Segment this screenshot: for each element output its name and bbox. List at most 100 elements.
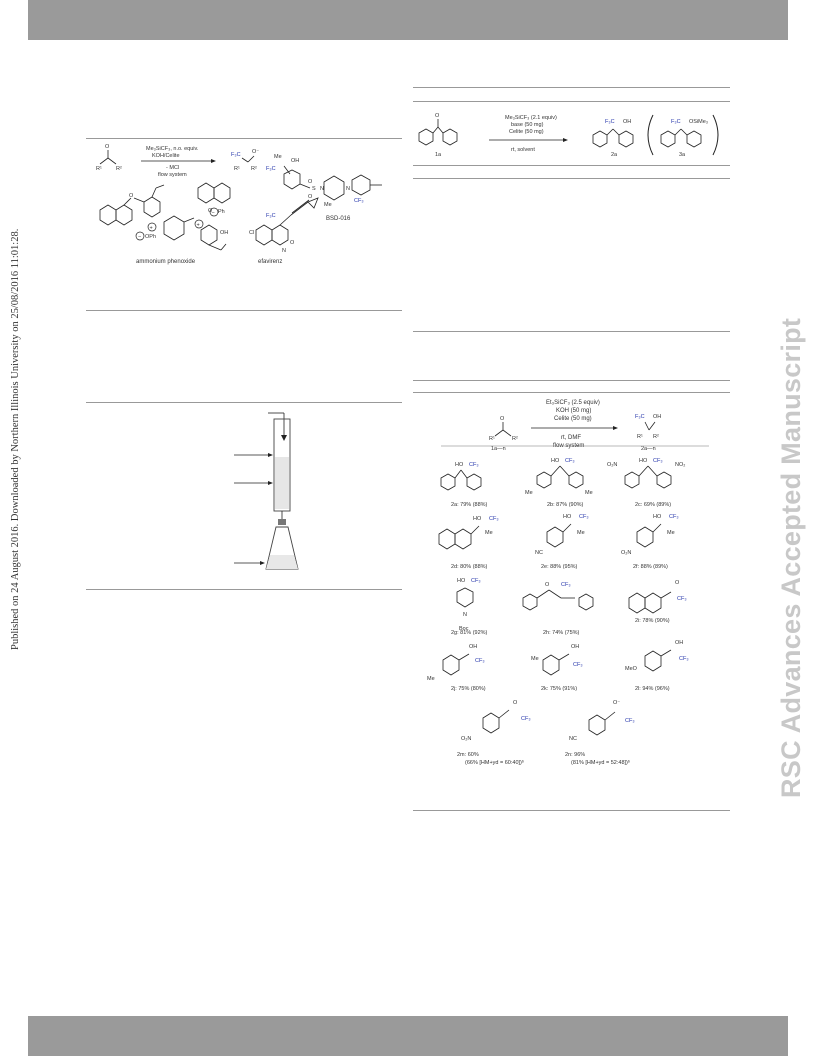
svg-text:OH: OH [675, 640, 683, 646]
svg-text:O: O [500, 416, 505, 422]
compound-2a: HO CF₃ [440, 462, 482, 491]
svg-text:CF₃: CF₃ [669, 514, 679, 520]
fig1-reagent-4: flow system [158, 172, 187, 178]
fig1-reagent-3: - MCl [166, 165, 179, 171]
svg-text:OPh: OPh [145, 234, 156, 240]
svg-text:F₃C: F₃C [635, 414, 645, 420]
table1-reagent-2: base (50 mg) [511, 122, 544, 128]
table1-rule-3 [413, 165, 730, 166]
compound-2k-label: 2k: 75% (91%) [541, 686, 577, 692]
svg-text:CF₃: CF₃ [469, 462, 479, 468]
label-bsd-016: BSD-016 [326, 216, 351, 222]
svg-text:Me: Me [427, 676, 435, 682]
table1-rule-4 [413, 178, 730, 179]
scheme2-reagent-1: Et₃SiCF₃ (2.5 equiv) [546, 400, 600, 406]
svg-text:HO: HO [455, 462, 464, 468]
svg-text:Me: Me [274, 154, 282, 160]
svg-text:−: − [212, 211, 215, 217]
table1-product-b: 3a [679, 152, 686, 158]
fig1-reagent-1: Me₃SiCF₃, n.o. equiv. [146, 146, 199, 152]
svg-text:O⁻: O⁻ [613, 700, 620, 706]
publication-sidebar: Published on 24 August 2016. Downloaded … [10, 210, 24, 650]
svg-text:O: O [129, 193, 134, 199]
svg-text:O: O [545, 582, 550, 588]
svg-text:HO: HO [653, 514, 662, 520]
compound-2a-label: 2a: 79% (88%) [451, 502, 488, 508]
compound-2n-sublabel: (81% [HM+yd = 52:48])ᵇ [571, 759, 630, 766]
compound-2m-sublabel: (66% [HM+yd = 60:40])ᵇ [465, 759, 524, 766]
svg-text:CF₃: CF₃ [561, 582, 571, 588]
label-efavirenz: efavirenz [258, 259, 282, 265]
scheme2-rule-2 [413, 392, 730, 393]
svg-text:HO: HO [551, 458, 560, 464]
svg-text:HO: HO [457, 578, 466, 584]
svg-text:Me: Me [324, 202, 332, 208]
svg-text:O₂N: O₂N [607, 462, 617, 468]
svg-text:O: O [513, 700, 518, 706]
svg-text:Me: Me [667, 530, 675, 536]
svg-text:NC: NC [569, 736, 577, 742]
svg-text:OH: OH [623, 119, 631, 125]
svg-text:O: O [290, 240, 295, 246]
compound-2l-label: 2l: 94% (96%) [635, 686, 670, 692]
svg-text:CF₃: CF₃ [573, 662, 583, 668]
table1-product-a: 2a [611, 152, 618, 158]
table1-sm-label: 1a [435, 152, 442, 158]
compound-2b-label: 2b: 87% (90%) [547, 502, 584, 508]
ammonium-phenoxide-structure: O − OPh + + O − Ph OH [99, 182, 231, 251]
svg-text:O₂N: O₂N [621, 550, 631, 556]
svg-text:+: + [197, 223, 200, 229]
svg-text:CF₃: CF₃ [625, 718, 635, 724]
svg-text:S: S [312, 186, 316, 192]
compound-2h-label: 2h: 74% (75%) [543, 630, 580, 636]
svg-text:Me: Me [525, 490, 533, 496]
svg-text:N: N [320, 186, 324, 192]
scheme2-top-rule [413, 380, 730, 381]
compound-2n-label: 2n: 96% [565, 752, 585, 758]
svg-text:NO₂: NO₂ [675, 462, 685, 468]
compound-2i-label: 2i: 78% (90%) [635, 618, 670, 624]
svg-text:CF₃: CF₃ [653, 458, 663, 464]
svg-text:N: N [282, 248, 286, 254]
compound-2f-label: 2f: 88% (89%) [633, 564, 668, 570]
compound-2g-label: 2g: 81% (92%) [451, 630, 488, 636]
svg-text:Ph: Ph [218, 209, 225, 215]
table1-reagent-1: Me₃SiCF₃ (2.1 equiv) [505, 115, 557, 121]
svg-text:NC: NC [535, 550, 543, 556]
svg-text:O: O [308, 179, 313, 185]
svg-text:CF₃: CF₃ [475, 658, 485, 664]
svg-text:R¹: R¹ [234, 166, 240, 172]
label-ammonium-phenoxide: ammonium phenoxide [136, 259, 196, 265]
scheme2-reagent-2: KOH (50 mg) [556, 408, 591, 414]
svg-text:OH: OH [291, 158, 299, 164]
product-3a-structure: F₃C OSiMe₃ [660, 119, 708, 148]
watermark: RSC Advances Accepted Manuscript [776, 258, 806, 798]
fig1-bottom-rule [86, 310, 402, 311]
svg-text:R²: R² [251, 166, 257, 172]
svg-text:MeO: MeO [625, 666, 638, 672]
benzophenone-structure: O [418, 113, 458, 146]
column-packing [275, 457, 289, 509]
svg-text:HO: HO [639, 458, 648, 464]
compound-2d-label: 2d: 80% (88%) [451, 564, 488, 570]
svg-text:CF₃: CF₃ [677, 596, 687, 602]
svg-text:O₂N: O₂N [461, 736, 471, 742]
compound-2c-label: 2c: 69% (89%) [635, 502, 671, 508]
bsd-016-structure: Me F₃C OH S OO N N CF₃ Me [266, 154, 382, 208]
fig1-reagent-2: KOH/Celite [152, 153, 180, 159]
header-band [28, 0, 788, 40]
compound-2m-label: 2m: 60% [457, 752, 479, 758]
svg-text:OSiMe₃: OSiMe₃ [689, 119, 708, 125]
scheme2-sm-label: 1a—n [491, 446, 506, 452]
svg-text:+: + [150, 226, 153, 232]
svg-text:O: O [435, 113, 440, 119]
fig2-top-rule [86, 402, 402, 403]
svg-text:N: N [346, 186, 350, 192]
